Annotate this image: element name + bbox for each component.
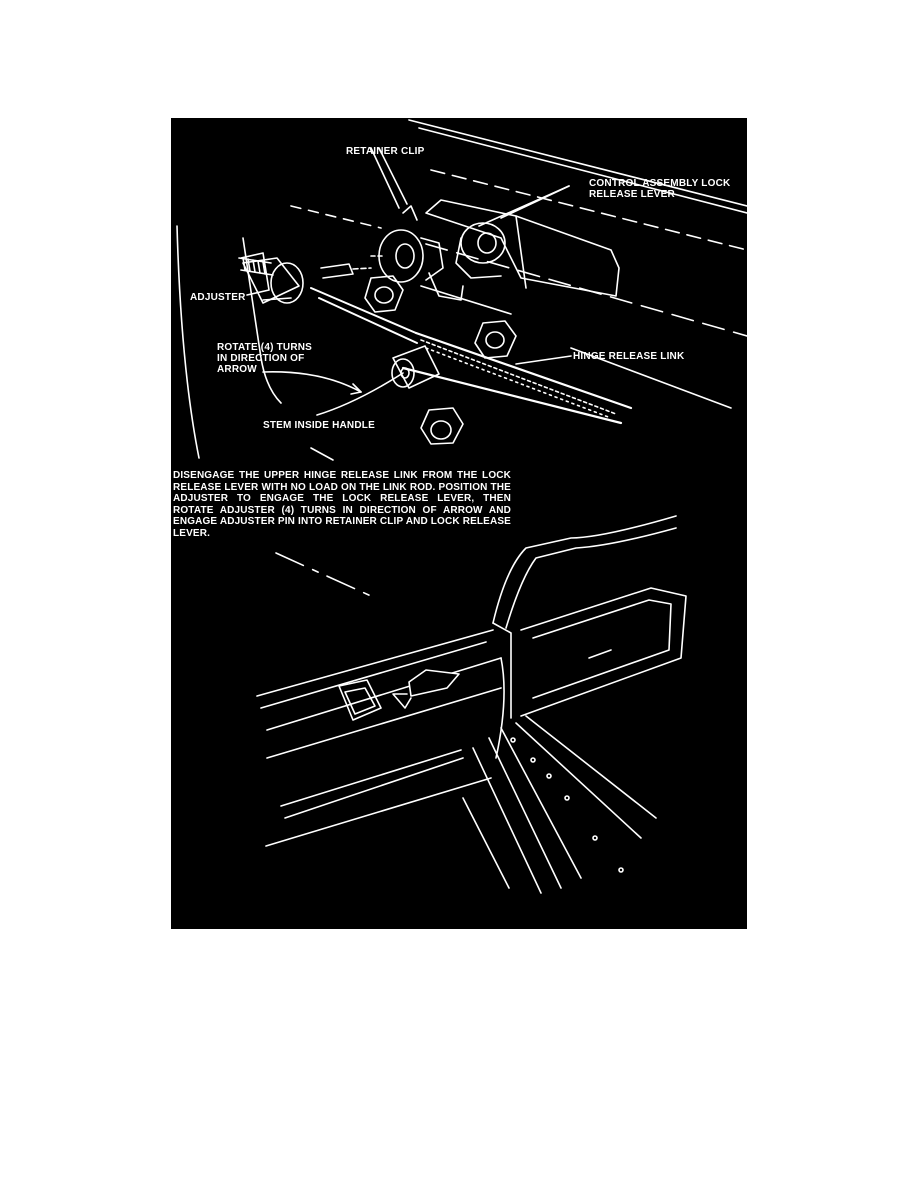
lock-release-lever-bracket (425, 199, 620, 297)
adjuster (240, 252, 372, 304)
door-lock-adjuster-illustration (176, 119, 747, 894)
instruction-caption: DISENGAGE THE UPPER HINGE RELEASE LINK F… (173, 470, 511, 539)
label-retainer-clip: RETAINER CLIP (346, 146, 425, 157)
label-rotate-line1: ROTATE (4) TURNS (217, 342, 313, 353)
label-adjuster: ADJUSTER (190, 292, 246, 303)
label-rotate-line3: ARROW (217, 364, 257, 375)
threaded-stud (238, 257, 274, 276)
car-door-illustration (256, 515, 687, 894)
retainer-clip (370, 205, 464, 301)
sill-rivets (510, 737, 624, 873)
label-rotate-line2: IN DIRECTION OF (217, 353, 305, 364)
label-hinge-release-link: HINGE RELEASE LINK (573, 351, 685, 362)
label-control-assembly-line2: RELEASE LEVER (589, 189, 675, 200)
leader-lines (242, 147, 572, 461)
stem-inside-handle (391, 345, 440, 389)
door-edge-sweep (176, 225, 200, 459)
hex-nuts (364, 275, 517, 445)
door-trim-lines (290, 119, 747, 409)
diagram-panel: RETAINER CLIP CONTROL ASSEMBLY LOCK RELE… (171, 118, 747, 929)
label-stem-inside-handle: STEM INSIDE HANDLE (263, 420, 375, 431)
hinge-release-link (310, 287, 633, 425)
label-control-assembly-line1: CONTROL ASSEMBLY LOCK (589, 178, 731, 189)
